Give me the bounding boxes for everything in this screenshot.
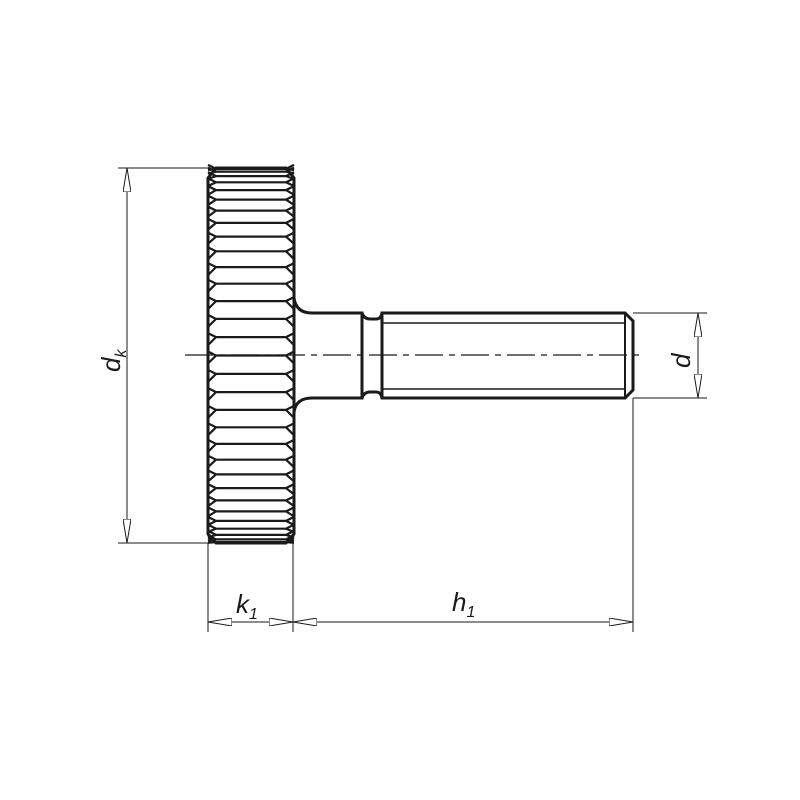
knurl-ridge [207, 350, 295, 365]
knurl-ridge [207, 495, 295, 507]
knurl-ridge [207, 537, 295, 544]
dk-label: dk [96, 349, 130, 372]
knurl-ridge [207, 171, 295, 181]
knurl-ridge [207, 262, 295, 276]
knurl-ridge [207, 278, 295, 293]
knurl-ridge [207, 404, 295, 419]
shank [292, 297, 635, 413]
knurl-ridge [207, 506, 295, 518]
k1-label: k1 [236, 589, 258, 623]
h1-label: h1 [452, 587, 475, 621]
knurl-ridge [207, 368, 295, 383]
knurl-ridge [207, 515, 295, 526]
knurl-ridge [207, 185, 295, 196]
knurl-ridge [207, 217, 295, 231]
knurl-ridge [207, 246, 295, 260]
knurl-ridge [207, 422, 295, 437]
d-label: d [666, 352, 696, 368]
knurl-ridge [207, 332, 295, 346]
knurl-lines [207, 163, 295, 544]
knurl-ridge [207, 523, 295, 534]
knurl-ridge [207, 205, 295, 218]
knurl-ridge [207, 313, 295, 328]
dimensions [118, 167, 707, 632]
knurl-ridge [207, 387, 295, 401]
groove-bottom [360, 390, 384, 399]
knurl-ridge [207, 454, 295, 469]
knurl-ridge [207, 534, 295, 543]
knurl-ridge [207, 194, 295, 206]
groove-top [360, 312, 384, 321]
knurl-ridge [207, 469, 295, 483]
knurl-ridge [207, 529, 295, 539]
knurl-ridge [207, 231, 295, 245]
knurl-ridge [207, 438, 295, 453]
knurled-head [206, 163, 296, 545]
knurl-ridge [207, 177, 295, 187]
knurl-ridge [207, 483, 295, 496]
knurl-ridge [207, 296, 295, 310]
